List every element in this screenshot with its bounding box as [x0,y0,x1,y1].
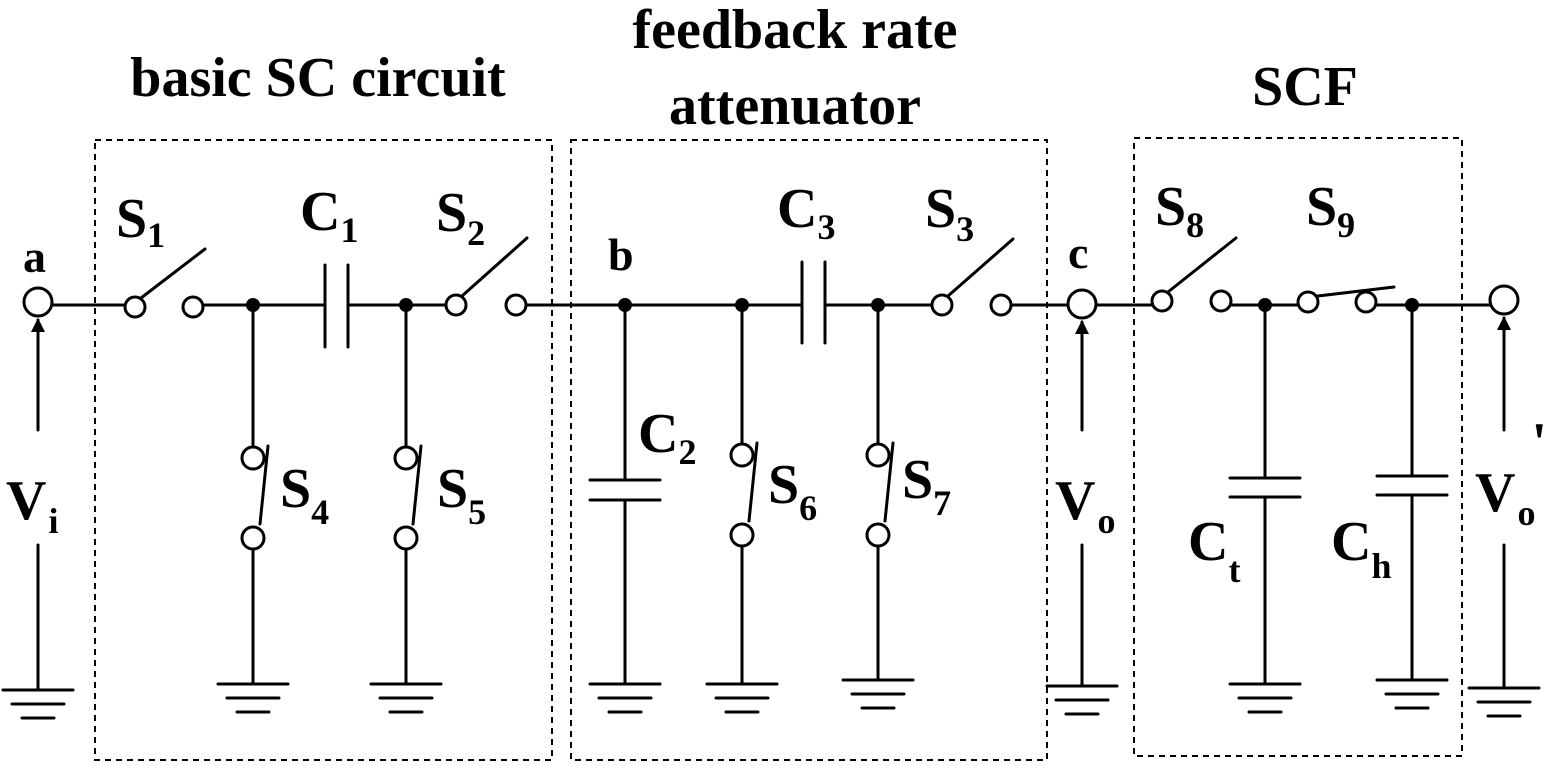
label-s2: S2 [436,182,485,253]
switch-s1 [123,247,207,319]
switch-s9 [1296,285,1396,314]
label-vi: Vi [6,470,58,541]
ground-symbol [1,688,75,720]
ground-symbol [369,682,443,714]
node-label-a: a [23,231,46,282]
ground-symbol [216,682,290,714]
switch-s7-branch [865,303,895,682]
block-title-basic-sc-circuit: basic SC circuit [130,47,506,109]
label-s5: S5 [437,458,486,532]
label-s3: S3 [925,178,974,249]
label-vo-prime: Vo' [1475,412,1547,533]
capacitor-ch-branch [1375,303,1449,682]
ground-symbol [1375,678,1449,710]
label-s7: S7 [902,449,951,523]
block-title-feedback-line1: feedback rate [632,0,957,61]
node-label-b: b [608,229,634,280]
label-c3: C3 [777,178,835,247]
node-c-terminal [1066,288,1098,320]
ground-symbol [705,682,779,714]
node-a-terminal [22,286,54,318]
feedback-rate-attenuator-box [570,139,1048,761]
label-ct: Ct [1188,511,1240,590]
ground-symbol [1228,682,1302,714]
vi-measure-line [31,318,45,692]
label-s6: S6 [768,454,817,528]
ground-symbol [841,678,915,710]
label-s4: S4 [280,458,329,532]
capacitor-c2-branch [588,303,662,686]
vo-prime-measure-line [1497,316,1511,690]
label-ch: Ch [1331,511,1391,586]
label-s1: S1 [116,188,165,255]
block-title-scf: SCF [1252,56,1358,118]
block-title-feedback-line2: attenuator [669,75,921,137]
node-label-c: c [1068,227,1088,278]
label-s8: S8 [1155,176,1204,245]
switch-s6-branch [729,303,759,686]
ground-symbol [1467,686,1541,718]
vo-measure-line [1075,320,1089,688]
label-s9: S9 [1306,176,1355,245]
ground-symbol [588,682,662,714]
output-terminal [1488,284,1520,316]
ground-symbol [1045,684,1119,716]
switch-s8 [1150,236,1238,313]
switch-s4-branch [240,303,270,686]
switch-s2 [444,236,529,317]
switch-s3 [930,237,1015,317]
label-c1: C1 [300,181,358,250]
capacitor-ct-branch [1228,303,1302,686]
label-vo: Vo [1055,470,1115,541]
label-c2: C2 [638,403,696,472]
capacitor-c3 [800,260,827,345]
capacitor-c1 [323,263,350,349]
switch-s5-branch [393,303,423,686]
